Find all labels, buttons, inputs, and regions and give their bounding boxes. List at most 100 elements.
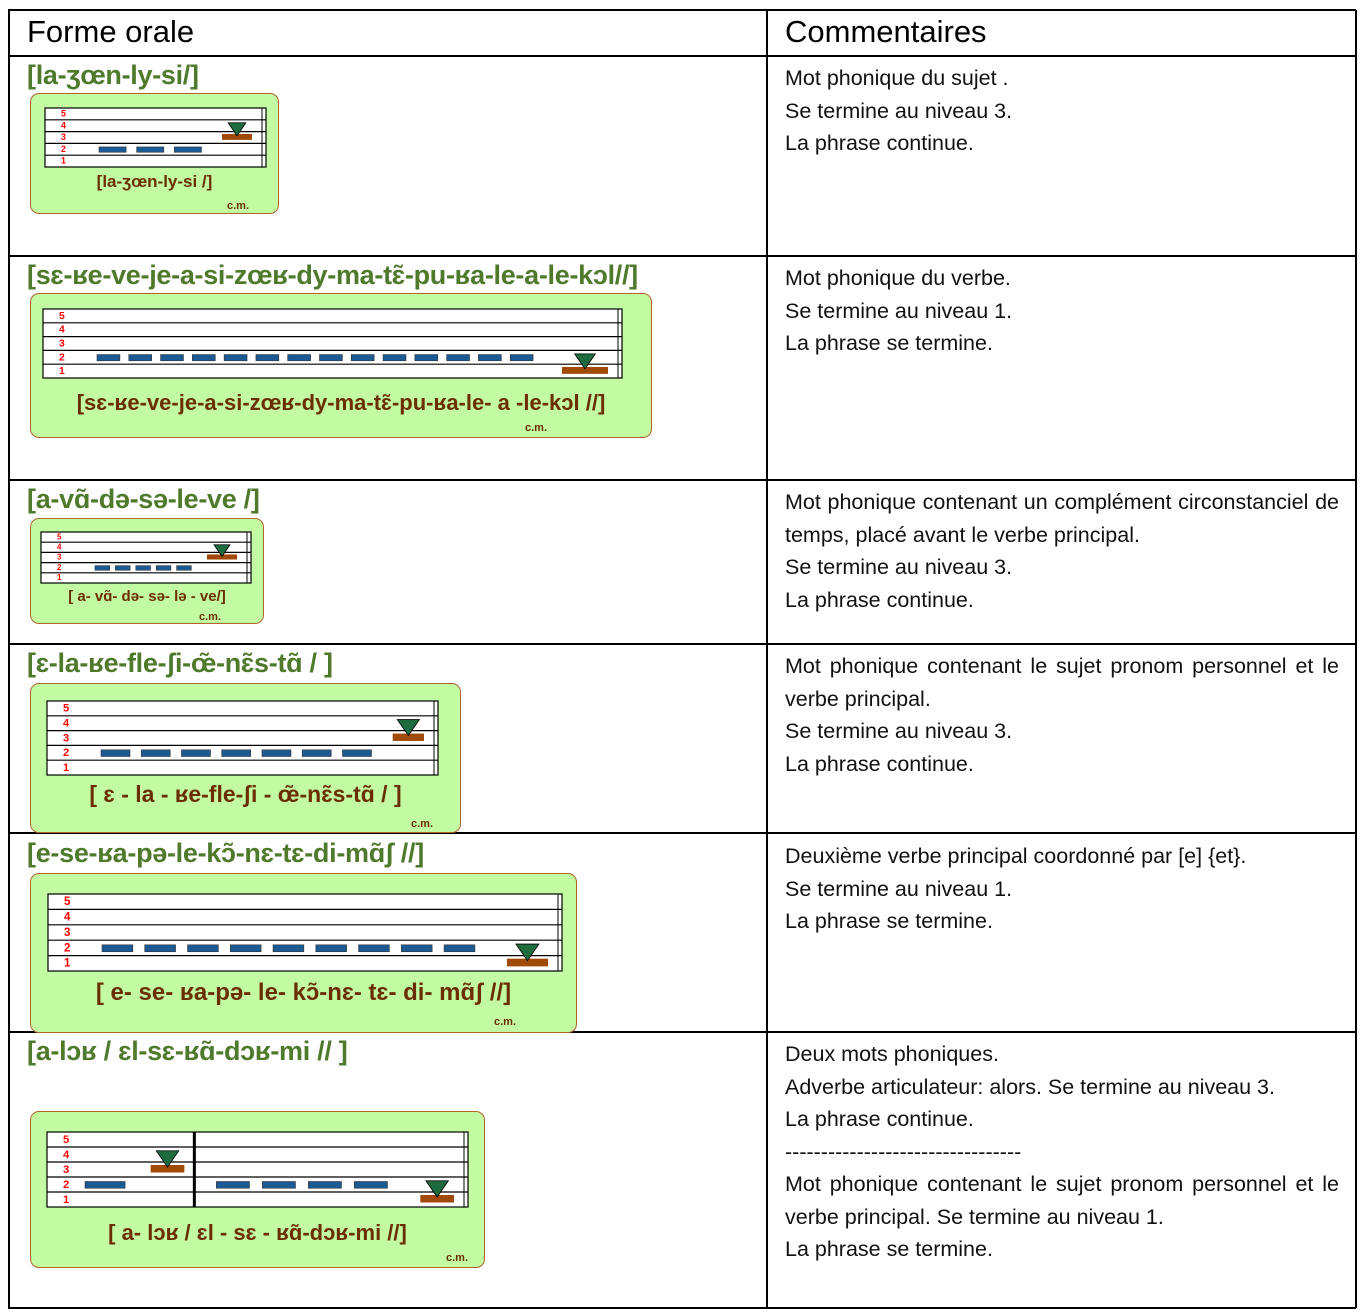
syllable-note (174, 146, 202, 153)
syllable-note (262, 1181, 296, 1189)
descending-arrow-icon (155, 1150, 180, 1168)
level-number: 5 (63, 1134, 69, 1146)
level-number: 3 (64, 927, 70, 939)
syllable-note (382, 354, 407, 362)
syllable-note (261, 749, 292, 757)
comment-line: Mot phonique du verbe. (785, 266, 1011, 290)
syllable-note (446, 354, 470, 362)
level-number: 4 (61, 120, 66, 130)
final-syllable-note (392, 733, 424, 741)
syllable-note (140, 749, 171, 757)
level-number: 2 (57, 563, 62, 572)
descending-arrow-icon (515, 943, 540, 962)
level-number: 4 (57, 543, 62, 552)
syllable-note (358, 944, 390, 953)
signature: c.m. (525, 422, 548, 434)
row-divider (8, 55, 1356, 57)
syllable-note (255, 354, 280, 362)
level-number: 2 (61, 144, 66, 154)
syllable-note (128, 354, 152, 362)
staff-frame (46, 700, 439, 776)
level-number: 5 (61, 108, 66, 118)
comment-line: Se termine au niveau 1. (785, 876, 1013, 901)
level-number: 5 (57, 532, 62, 541)
intonation-diagram: 5 4 3 2 1 [sɛ-ʁe-ve-je-a-si-zœʁ-dy-ma-tɛ̃-pu-… (30, 293, 652, 438)
level-number: 2 (64, 942, 70, 954)
final-syllable-note (420, 1195, 454, 1203)
comment-line: Se termine au niveau 3. (785, 98, 1013, 123)
level-number: 1 (63, 1194, 69, 1206)
syllable-note (509, 354, 534, 362)
column-divider (766, 10, 768, 1308)
comment-cell: Mot phonique du sujet .Se termine au niv… (785, 62, 1339, 160)
comment-line: La phrase se termine. (785, 331, 993, 355)
level-number: 2 (63, 1179, 69, 1191)
diagram-label: [ a- lɔʁ / ɛl - sɛ - ʁɑ̃-dɔʁ-mi //] (108, 1220, 407, 1245)
header-commentaires: Commentaires (785, 14, 987, 49)
syllable-note (223, 354, 248, 362)
syllable-note (229, 944, 262, 953)
level-number: 1 (59, 366, 65, 377)
level-number: 2 (59, 352, 65, 363)
final-syllable-note (506, 958, 548, 967)
syllable-note (181, 749, 211, 757)
staff-frame (42, 308, 623, 379)
syllable-note (144, 944, 176, 953)
descending-arrow-icon (425, 1180, 450, 1198)
intonation-staff: 5 4 3 2 1 (44, 107, 267, 168)
staff-frame (47, 893, 563, 972)
syllable-note (342, 749, 372, 757)
comment-cell: Deuxième verbe principal coordonné par [… (785, 840, 1339, 938)
syllable-note (272, 944, 305, 953)
level-number: 5 (63, 703, 69, 715)
comment-line: La phrase continue. (785, 1107, 974, 1131)
level-number: 5 (59, 311, 65, 322)
syllable-note (136, 146, 165, 153)
level-number: 3 (59, 339, 65, 350)
table-border (8, 9, 1356, 11)
level-number: 3 (61, 132, 66, 142)
level-number: 1 (64, 958, 71, 970)
level-number: 5 (64, 896, 71, 908)
comment-cell: Deux mots phoniques.Adverbe articulateur… (785, 1038, 1339, 1266)
intonation-staff: 5 4 3 2 1 (42, 308, 623, 379)
syllable-note (315, 944, 347, 953)
syllable-note (216, 1181, 250, 1189)
syllable-note (94, 565, 110, 571)
syllable-note (443, 944, 476, 953)
level-number: 1 (61, 156, 66, 166)
signature: c.m. (494, 1016, 517, 1028)
syllable-note (96, 354, 121, 362)
signature: c.m. (411, 818, 434, 830)
diagram-label: [sɛ-ʁe-ve-je-a-si-zœʁ-dy-ma-tɛ̃-pu-ʁa-le… (76, 390, 606, 415)
syllable-note (221, 749, 252, 757)
syllable-note (135, 565, 151, 571)
syllable-note (155, 565, 172, 571)
phonetic-title: [e-se-ʁa-pə-le-kɔ̃-nɛ-tɛ-di-mɑ̃ʃ //] (27, 838, 424, 868)
syllable-note (414, 354, 439, 362)
phonetic-title: [ɛ-la-ʁe-fle-ʃi-œ̃-nɛ̃s-tɑ̃ / ] (27, 648, 333, 678)
syllable-note (401, 944, 433, 953)
syllable-note (192, 354, 216, 362)
table-border (1355, 10, 1357, 1308)
phonetic-title: [sɛ-ʁe-ve-je-a-si-zœʁ-dy-ma-tɛ̃-pu-ʁa-le… (27, 260, 638, 290)
row-divider (8, 1031, 1356, 1033)
comment-cell: Mot phonique contenant le sujet pronom p… (785, 650, 1339, 780)
table-border (8, 1307, 1356, 1309)
level-number: 1 (57, 573, 62, 582)
syllable-note (84, 1181, 126, 1189)
row-divider (8, 255, 1356, 257)
diagram-label: [ e- se- ʁa-pə- le- kɔ̃-nɛ- tɛ- di- mɑ̃ʃ… (95, 979, 512, 1006)
level-number: 4 (63, 717, 70, 729)
level-number: 4 (59, 325, 65, 336)
comment-line: Mot phonique contenant un complément cir… (785, 490, 1339, 547)
table-border (8, 10, 10, 1308)
signature: c.m. (199, 611, 222, 623)
syllable-note (308, 1181, 342, 1189)
descending-arrow-icon (227, 122, 247, 137)
